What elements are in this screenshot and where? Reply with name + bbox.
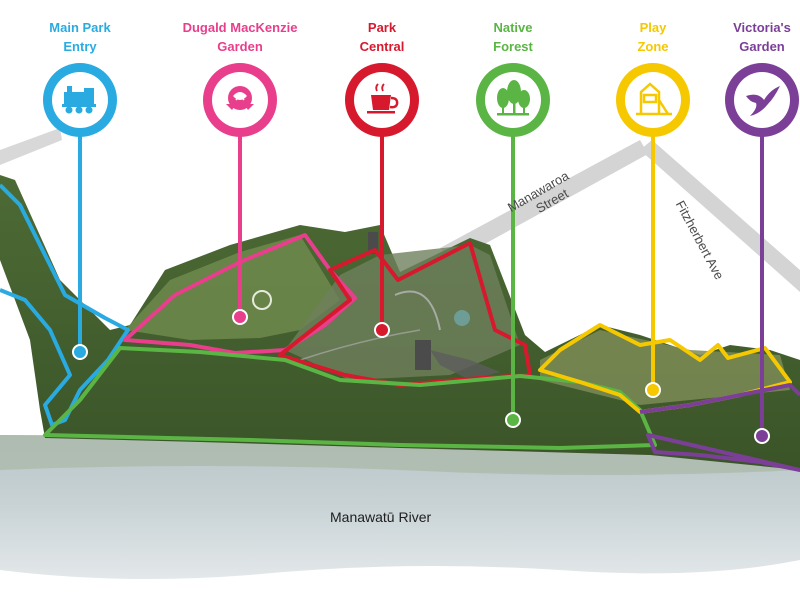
victorias-garden-pin-dot (754, 428, 770, 444)
main-park-entry-title: Main Park Entry (49, 18, 110, 56)
park-central-pin-dot (374, 322, 390, 338)
dugald-mackenzie-garden-title-line1: Dugald MacKenzie (182, 20, 298, 35)
park-central-title-line1: Park (367, 20, 397, 35)
native-forest-pin-dot (505, 412, 521, 428)
train-icon (62, 86, 96, 114)
main-park-entry-icon-badge[interactable] (43, 63, 117, 137)
zone-pins (72, 135, 770, 444)
main-park-entry-pin-dot (72, 344, 88, 360)
dugald-mackenzie-garden-boundary (123, 233, 357, 355)
northwest-road (0, 128, 62, 165)
park-central-icon-badge[interactable] (345, 63, 419, 137)
dugald-mackenzie-garden-icon-badge[interactable] (203, 63, 277, 137)
victorias-garden-boundary (639, 383, 800, 472)
park-central-title-line2: Central (359, 39, 405, 54)
play-zone-title-line1: Play (639, 20, 667, 35)
zone-outlines (0, 183, 800, 472)
manawaroa-street-road (440, 140, 648, 262)
victorias-garden-title-line2: Garden (739, 39, 785, 54)
dugald-mackenzie-garden-pin-dot (232, 309, 248, 325)
native-forest-title-line1: Native (493, 20, 533, 35)
play-zone-title-line2: Zone (637, 39, 669, 54)
park-central-title: Park Central (360, 18, 405, 56)
play-zone-icon-badge[interactable] (616, 63, 690, 137)
play-zone-title: Play Zone (637, 18, 668, 56)
trees-icon (497, 80, 530, 116)
play-zone-pin-dot (645, 382, 661, 398)
coffee-cup-icon (367, 83, 399, 114)
playground-slide-icon (636, 82, 672, 116)
zone-icons (43, 63, 799, 137)
native-forest-title: Native Forest (493, 18, 533, 56)
main-park-entry-boundary (0, 183, 130, 427)
manawatu-river-label: Manawatū River (330, 509, 432, 525)
native-forest-boundary (43, 346, 657, 450)
native-forest-icon-badge[interactable] (476, 63, 550, 137)
victorias-garden-title-line1: Victoria's (733, 20, 791, 35)
main-park-entry-title-line2: Entry (63, 39, 97, 54)
main-park-entry-title-line1: Main Park (49, 20, 111, 35)
victorias-garden-icon-badge[interactable] (725, 63, 799, 137)
native-forest-title-line2: Forest (493, 39, 533, 54)
play-zone-boundary (538, 323, 792, 414)
dugald-mackenzie-garden-title: Dugald MacKenzie Garden (183, 18, 298, 56)
victorias-garden-title: Victoria's Garden (733, 18, 791, 56)
rose-icon (226, 86, 254, 110)
dugald-mackenzie-garden-title-line2: Garden (217, 39, 263, 54)
bird-icon (746, 86, 780, 116)
